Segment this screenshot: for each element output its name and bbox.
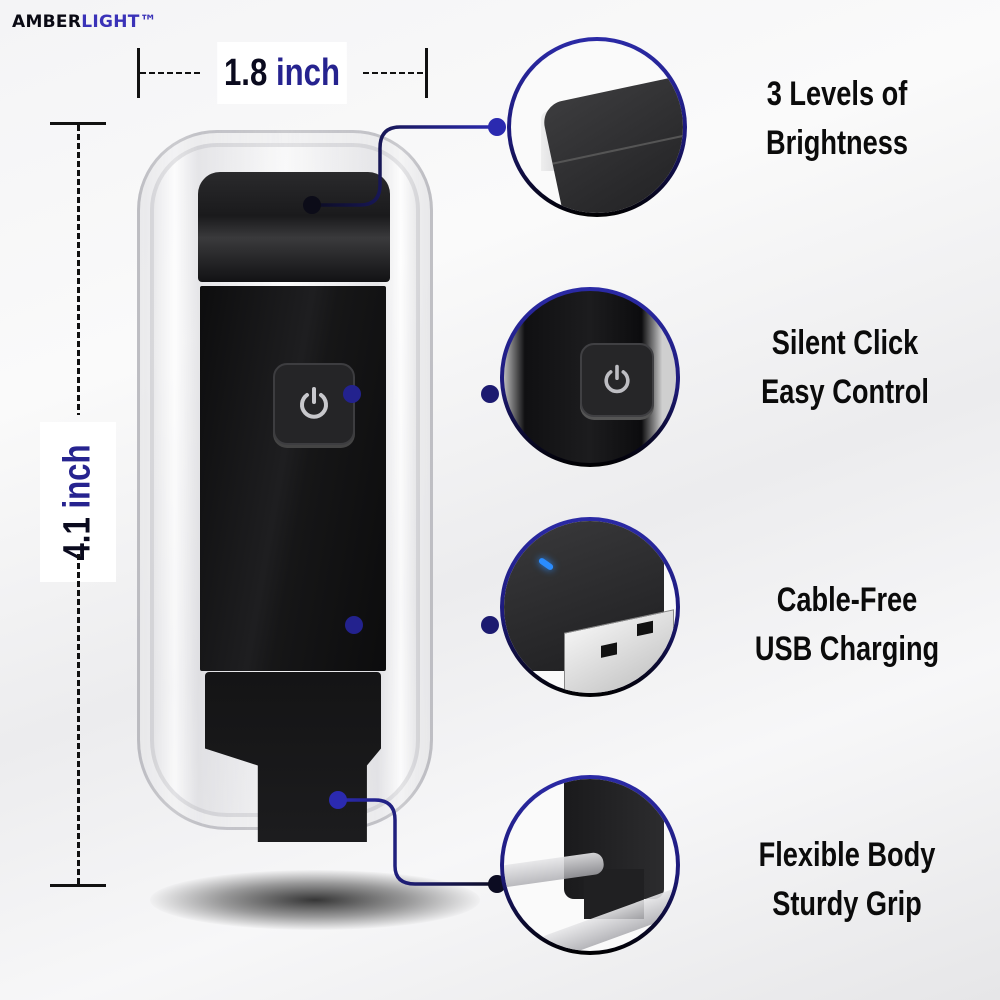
height-measurement: 4.1 inch [40,122,116,887]
brand-logo-part1: AMBER [12,12,82,32]
power-button-closeup [504,291,676,463]
width-unit: inch [275,51,341,94]
feature-label-click: Silent Click Easy Control [761,324,929,411]
product-image [125,110,480,930]
product-shadow [150,870,480,930]
measure-dash-right [363,72,425,74]
feature-label-grip: Flexible Body Sturdy Grip [758,836,936,923]
measure-tick-bottom [50,884,106,887]
measure-dash-left [140,72,202,74]
brand-logo-part2: LIGHT™ [81,12,157,32]
feature-label-usb: Cable-Free USB Charging [754,581,940,668]
power-icon [300,387,328,419]
power-icon [604,364,630,394]
power-button [273,363,355,445]
light-head [198,172,390,282]
measure-dash-bottom [77,554,80,884]
clip-closeup [504,779,676,951]
feature-label-brightness: 3 Levels of Brightness [765,75,909,162]
callout-dot-1b [488,118,506,136]
measure-tick-right [425,48,428,98]
width-measurement: 1.8 inch [137,42,428,104]
width-value: 1.8 [223,51,268,94]
measure-dash-top [77,125,80,415]
usb-plug-closeup [504,521,676,693]
feature-circle-grip [500,775,680,955]
measure-tick-top [50,122,106,125]
width-label: 1.8 inch [217,42,347,104]
height-unit: inch [56,443,99,509]
feature-circle-brightness [507,37,687,217]
feature-circle-usb [500,517,680,697]
brand-logo: AMBERLIGHT™ [12,12,157,32]
light-head-closeup [511,41,683,213]
measure-tick-left [137,48,140,98]
feature-circle-click [500,287,680,467]
device-body [200,286,386,671]
